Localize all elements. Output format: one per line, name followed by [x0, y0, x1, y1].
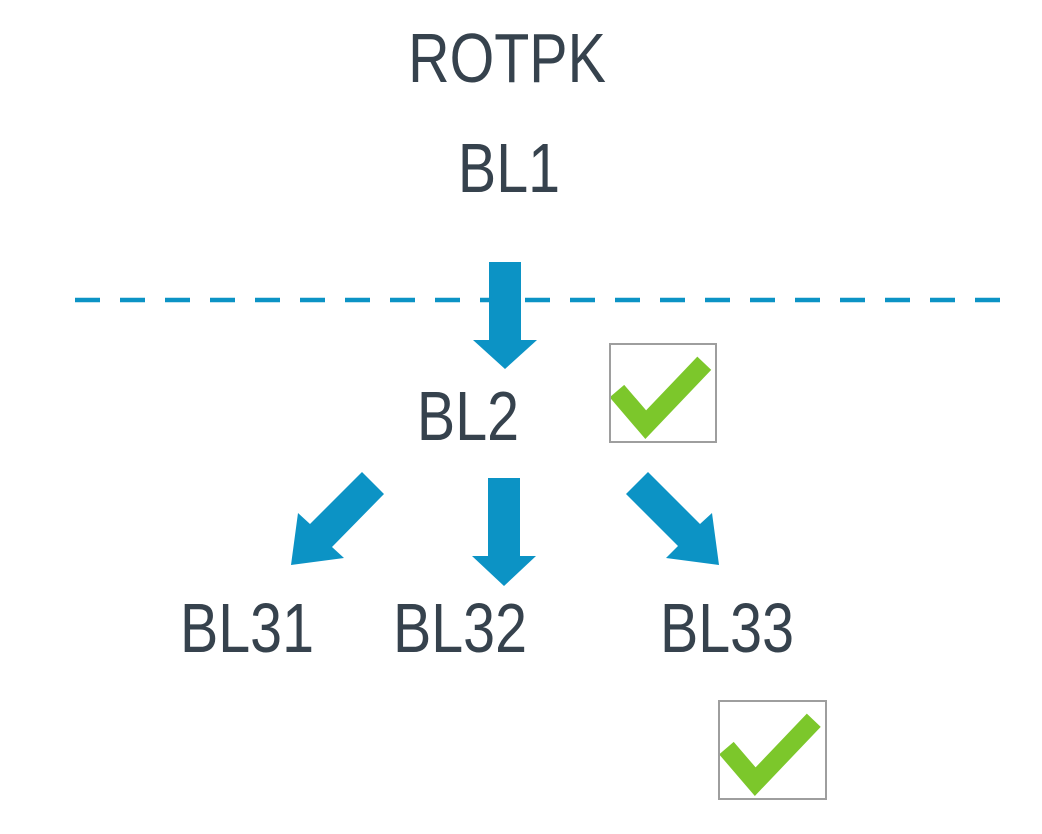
- node-label-bl1: BL1: [457, 129, 561, 207]
- node-label-bl33: BL33: [659, 589, 795, 667]
- checkbox-bl33-verified: [718, 700, 827, 800]
- arrow-bl1-to-bl2: [473, 262, 537, 369]
- checkmark-icon: [611, 356, 712, 439]
- checkbox-bl2-verified: [609, 343, 717, 443]
- node-label-bl32: BL32: [392, 589, 528, 667]
- arrow-bl2-to-bl32: [472, 478, 536, 586]
- checkmark-stroke: [611, 356, 712, 439]
- arrow-bl2-to-bl33: [626, 472, 719, 565]
- node-label-bl2: BL2: [416, 377, 520, 455]
- checkmark-icon: [720, 713, 821, 796]
- node-label-rotpk: ROTPK: [408, 19, 606, 97]
- node-label-bl31: BL31: [179, 589, 315, 667]
- arrow-bl2-to-bl31: [291, 472, 384, 565]
- checkmark-stroke: [720, 713, 821, 796]
